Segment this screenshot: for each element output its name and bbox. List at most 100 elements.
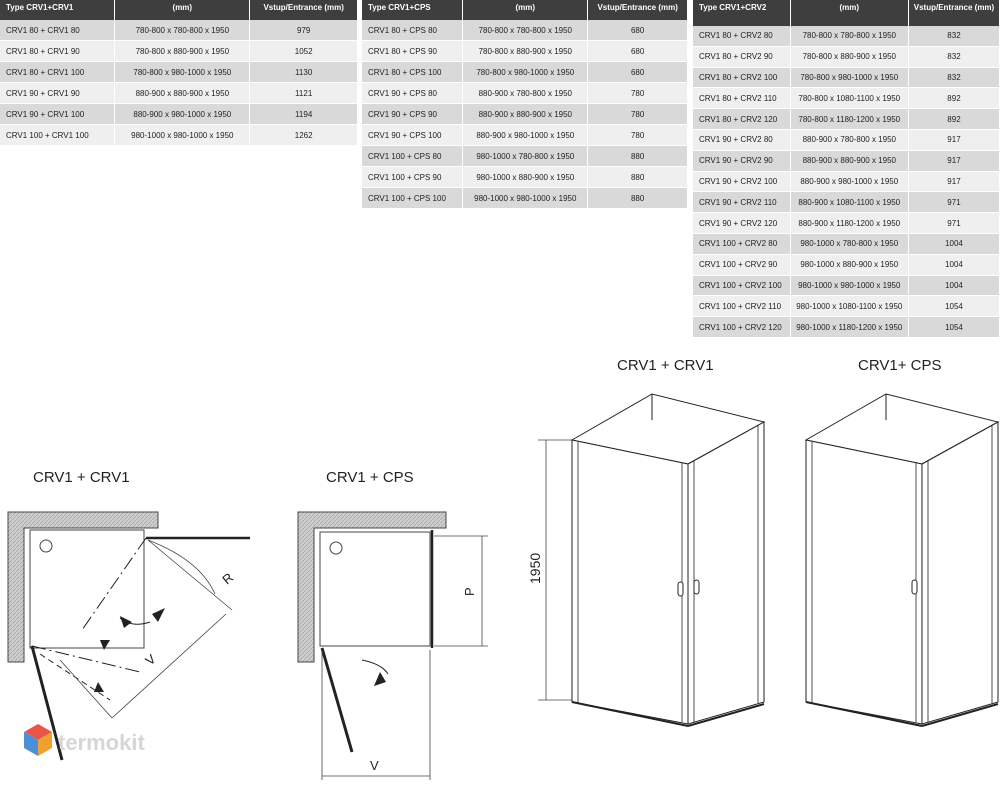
table-cell: 971 [908,212,1000,234]
column-header: Vstup/Entrance (mm) [249,0,358,20]
table-cell: CRV1 80 + CRV2 120 [693,108,791,130]
column-header: Vstup/Entrance (mm) [587,0,688,20]
door-swing-2 [31,645,141,673]
table-cell: 780 [587,103,688,125]
bottom-edge [687,703,765,727]
arrow-head [94,682,104,692]
arrow-head [374,672,386,686]
table-cell: CRV1 100 + CPS 90 [362,166,464,188]
arrow-head [120,616,132,628]
table-cell: CRV1 100 + CRV2 90 [693,254,791,276]
table-crv1-crv1: Type CRV1+CRV1(mm)Vstup/Entrance (mm) CR… [0,0,358,146]
watermark-text: termokit [58,730,145,755]
table-cell: CRV1 80 + CPS 100 [362,61,464,83]
shower-tray [319,531,431,647]
table-cell: 780-800 x 980-1000 x 1950 [114,61,251,83]
wall [7,511,159,663]
table-cell: 1262 [249,124,358,146]
table-cell: 980-1000 x 1180-1200 x 1950 [790,316,909,338]
table-cell: 780-800 x 1180-1200 x 1950 [790,108,909,130]
table-cell: 917 [908,171,1000,193]
door-swing-1 [81,537,147,631]
table-cell: CRV1 100 + CPS 80 [362,145,464,167]
table-cell: CRV1 100 + CRV2 80 [693,233,791,255]
table-cell: CRV1 80 + CRV1 80 [0,20,116,41]
table-cell: 892 [908,87,1000,110]
drain-icon [329,541,343,555]
table-header-row: Type CRV1+CPS(mm)Vstup/Entrance (mm) [362,0,688,20]
table-cell: 1130 [249,61,358,83]
table-cell: 917 [908,129,1000,151]
table-cell: 880-900 x 980-1000 x 1950 [114,103,251,125]
table-cell: 680 [587,61,688,83]
arrow-head [152,608,165,622]
table-cell: 917 [908,150,1000,172]
dimension-line-v [111,613,227,719]
plan-middle-title: CRV1 + CPS [326,469,414,486]
view-crv1-crv1: CRV1 + CRV1 1950 [527,357,766,727]
table-cell: CRV1 100 + CRV2 100 [693,275,791,297]
table-cell: 780-800 x 880-900 x 1950 [790,46,909,68]
dimension-line-v [59,659,113,719]
table-cell: CRV1 80 + CRV2 90 [693,46,791,68]
glass-panel-front [571,439,689,725]
view-left-title: CRV1 + CRV1 [617,357,714,374]
table-cell: 880-900 x 780-800 x 1950 [790,129,909,151]
table-cell: CRV1 80 + CRV1 90 [0,40,116,62]
cube-icon [24,732,38,756]
column-header: (mm) [462,0,589,20]
table-cell: 832 [908,26,1000,47]
door-open [320,647,354,753]
table-cell: 1194 [249,103,358,125]
plan-crv1-cps: CRV1 + CPS P V [297,469,488,780]
table-cell: CRV1 80 + CRV2 110 [693,87,791,110]
label-r: R [219,570,236,588]
table-cell: 780-800 x 780-800 x 1950 [114,20,251,41]
table-cell: 880-900 x 880-900 x 1950 [114,82,251,104]
table-cell: CRV1 80 + CRV2 80 [693,26,791,47]
glass-panel-side [921,421,999,725]
glass-panel-front [805,439,923,725]
table-cell: 880-900 x 880-900 x 1950 [462,103,589,125]
table-cell: 780-800 x 780-800 x 1950 [790,26,909,47]
table-cell: 680 [587,20,688,41]
table-cell: 980-1000 x 880-900 x 1950 [462,166,589,188]
table-cell: CRV1 90 + CPS 80 [362,82,464,104]
column-header: (mm) [790,0,909,26]
table-cell: 780 [587,82,688,104]
table-cell: CRV1 90 + CPS 90 [362,103,464,125]
table-cell: CRV1 100 + CPS 100 [362,187,464,209]
table-cell: 880-900 x 1080-1100 x 1950 [790,191,909,214]
table-cell: CRV1 100 + CRV2 110 [693,295,791,318]
table-cell: CRV1 80 + CRV2 100 [693,67,791,89]
table-cell: CRV1 100 + CRV2 120 [693,316,791,338]
shower-tray [29,529,145,649]
dimension-line-v [147,539,233,611]
watermark-logo: termokit [24,724,145,756]
bottom-edge [571,701,689,727]
cube-icon [38,732,52,756]
table-cell: 880-900 x 780-800 x 1950 [462,82,589,104]
table-cell: CRV1 90 + CRV2 120 [693,212,791,234]
door-handle-icon [677,581,684,597]
